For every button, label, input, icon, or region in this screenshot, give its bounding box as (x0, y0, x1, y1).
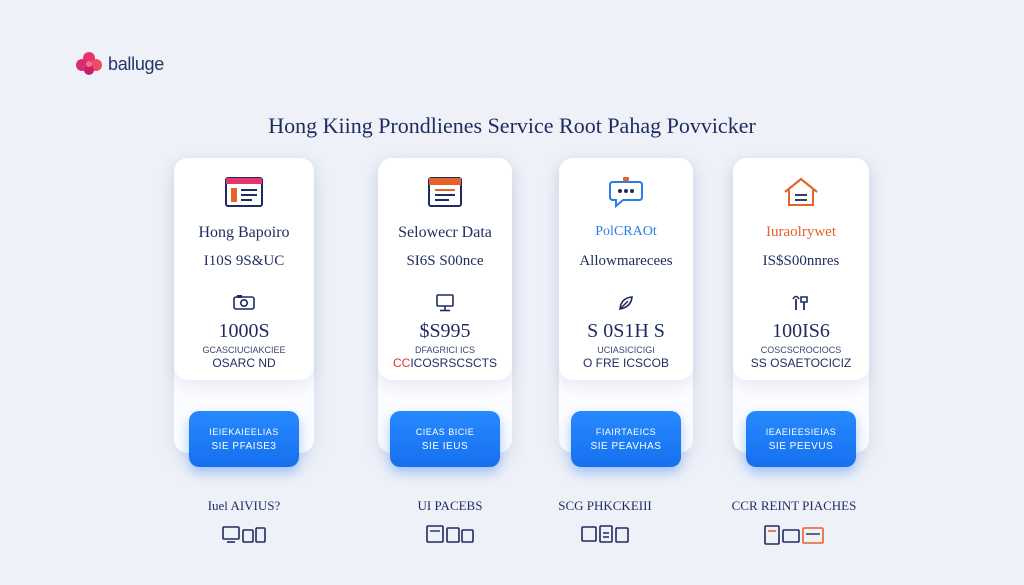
pricing-card-body: Selowecr Data SI6S S00nce $S995 DFAGRICI… (378, 158, 512, 380)
feature-label: SCG PHKCKEIII (558, 498, 652, 513)
cta-line-1: CIEAS BICIE (415, 426, 475, 437)
plan-code: OSARC ND (174, 356, 314, 370)
select-plan-button[interactable]: CIEAS BICIE SIE IEUS (390, 411, 500, 467)
monitor-icon (436, 294, 454, 312)
cta-line-1: IEIEKAIEELIAS (209, 426, 279, 437)
cta-line-2: SIE PFAISE3 (211, 440, 277, 452)
folders-icon (370, 524, 530, 544)
feature-label: Iuel AIVIUS? (207, 498, 281, 513)
plan-subtitle: SI6S S00nce (406, 253, 484, 269)
plan-subtitle: IS$S00nnres (762, 253, 840, 269)
feature-link[interactable]: Iuel AIVIUS? (164, 498, 324, 544)
select-plan-button[interactable]: IEIEKAIEELIAS SIE PFAISE3 (189, 411, 299, 467)
plan-name: Selowecr Data (398, 224, 492, 241)
cta-line-2: SIE PEEVUS (768, 440, 834, 452)
pricing-card: Hong Bapoiro I10S 9S&UC 1000S GCASCIUCIA… (174, 158, 314, 467)
plan-code-prefix: CC (392, 356, 411, 370)
flower-icon (76, 52, 102, 75)
plan-note: GCASCIUCIAKCIEE (202, 345, 286, 355)
plan-code-text: SS OSAETOCICIZ (750, 356, 852, 370)
brand-logo[interactable]: balluge (74, 50, 164, 78)
feature-link[interactable]: CCR REINT PIACHES (714, 498, 874, 546)
camera-icon (233, 295, 255, 310)
cta-line-1: FIAIRTAEICS (595, 426, 657, 437)
plan-code-text: O FRE ICSCOB (582, 356, 669, 370)
brand-name: balluge (108, 53, 164, 74)
plan-price: S 0S1H S (587, 320, 665, 342)
plan-name: Hong Bapoiro (198, 224, 290, 241)
chat-icon (609, 177, 643, 208)
document-icon (225, 177, 263, 207)
feature-link[interactable]: SCG PHKCKEIII (525, 498, 685, 544)
files-icon (525, 524, 685, 544)
plan-code-text: OSARC ND (212, 356, 276, 370)
plan-subtitle: Allowmarecees (579, 253, 673, 269)
plan-name: PolCRAOt (595, 224, 657, 239)
page-title: Hong Kiing Prondlienes Service Root Paha… (268, 113, 756, 138)
stack-icon (714, 524, 874, 546)
pricing-card: PolCRAOt Allowmarecees S 0S1H S UCIASICI… (559, 158, 693, 467)
plan-code: O FRE ICSCOB (559, 356, 693, 370)
feature-label: UI PACEBS (417, 498, 483, 513)
plan-price: 1000S (218, 320, 270, 342)
pricing-card: Iuraolrywet IS$S00nnres 100IS6 COSCSCROC… (733, 158, 869, 467)
cta-line-2: SIE PEAVHAS (590, 440, 662, 452)
feature-link[interactable]: UI PACEBS (370, 498, 530, 544)
leaf-icon (619, 296, 633, 310)
plan-note: DFAGRICI ICS (414, 345, 475, 355)
pricing-card-body: Iuraolrywet IS$S00nnres 100IS6 COSCSCROC… (733, 158, 869, 380)
pricing-card: Selowecr Data SI6S S00nce $S995 DFAGRICI… (378, 158, 512, 467)
select-plan-button[interactable]: IEAEIEESIEIAS SIE PEEVUS (746, 411, 856, 467)
calendar-icon (428, 177, 462, 207)
feature-label: CCR REINT PIACHES (731, 498, 857, 513)
pricing-card-body: Hong Bapoiro I10S 9S&UC 1000S GCASCIUCIA… (174, 158, 314, 380)
plan-name: Iuraolrywet (766, 224, 836, 240)
cta-line-1: IEAEIEESIEIAS (765, 426, 837, 437)
plan-code-text: ICOSRSCSCTS (410, 356, 498, 370)
select-plan-button[interactable]: FIAIRTAEICS SIE PEAVHAS (571, 411, 681, 467)
tools-icon (792, 295, 808, 310)
house-icon (784, 177, 818, 206)
plan-price: 100IS6 (772, 320, 830, 342)
plan-price: $S995 (419, 320, 471, 342)
plan-code: CCICOSRSCSCTS (378, 356, 512, 370)
plan-note: UCIASICICIGI (597, 345, 655, 355)
pricing-card-body: PolCRAOt Allowmarecees S 0S1H S UCIASICI… (559, 158, 693, 380)
devices-icon (164, 524, 324, 544)
plan-note: COSCSCROCIOCS (760, 345, 842, 355)
plan-subtitle: I10S 9S&UC (203, 253, 285, 269)
plan-code: SS OSAETOCICIZ (733, 356, 869, 370)
cta-line-2: SIE IEUS (421, 440, 469, 452)
